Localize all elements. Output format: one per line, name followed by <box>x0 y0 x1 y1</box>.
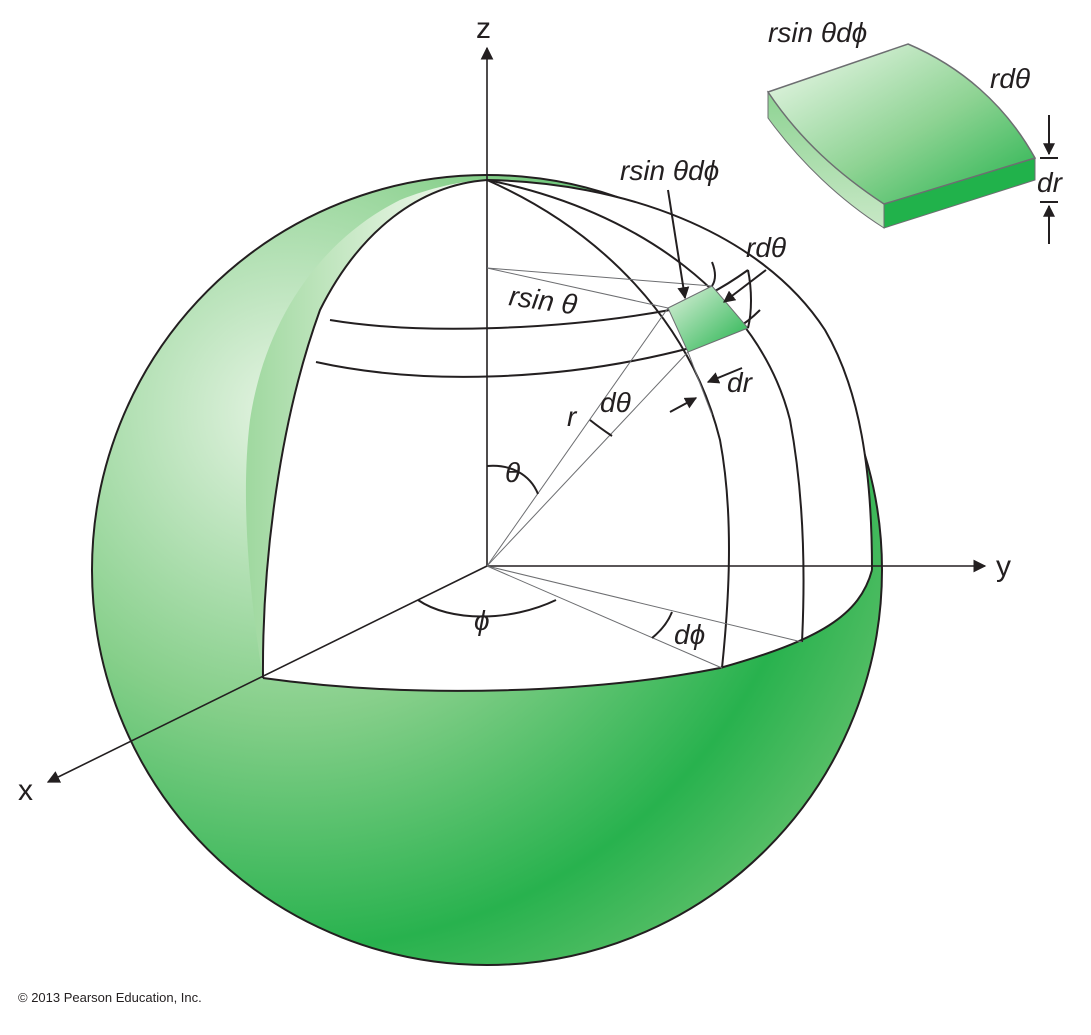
cut-edge-yz <box>486 179 873 571</box>
element-arc-a <box>711 261 716 287</box>
theta-arc <box>486 464 539 495</box>
phi-label: ϕ <box>474 605 490 636</box>
inset-side-label: rdθ <box>990 63 1030 94</box>
element-top-pointer <box>667 189 690 300</box>
xz-cut-face <box>245 180 487 678</box>
inset-volume-element: rsin θdϕ rdθ dr <box>766 17 1064 244</box>
pointer-arrows <box>667 189 767 413</box>
x-axis-label: x <box>18 774 33 807</box>
rsin-line-2 <box>486 267 713 287</box>
dr-pointer-top <box>706 367 743 384</box>
z-axis-label: z <box>476 12 491 45</box>
copyright-notice: © 2013 Pearson Education, Inc. <box>18 990 202 1005</box>
element-arc-b <box>747 269 752 329</box>
element-side-label: rdθ <box>746 232 786 263</box>
cut-edge-xz <box>261 179 488 679</box>
dtheta-label: dθ <box>600 387 631 418</box>
radius-to-element-2 <box>486 351 689 567</box>
theta-label: θ <box>505 457 520 488</box>
phi-line-1 <box>486 565 723 669</box>
dtheta-arc <box>589 419 613 437</box>
phi-line-2 <box>486 565 803 643</box>
dphi-label: dϕ <box>674 619 705 650</box>
element-top-label: rsin θdϕ <box>620 155 719 186</box>
equator-rim <box>262 569 873 692</box>
rsin-line-1 <box>486 267 669 309</box>
r-label: r <box>567 401 578 432</box>
sphere <box>91 174 883 966</box>
element-side-pointer <box>723 269 767 303</box>
element-dr-label: dr <box>727 367 754 398</box>
construction-lines <box>417 267 803 669</box>
inset-top-label: rsin θdϕ <box>768 17 867 48</box>
meridian-2 <box>486 179 805 643</box>
axes: z y x <box>18 12 1011 807</box>
dr-pointer-bottom <box>669 397 698 413</box>
inset-dr-label: dr <box>1037 167 1064 198</box>
phi-arc <box>417 599 557 618</box>
meridian-1 <box>486 179 730 669</box>
inset-top-face <box>766 43 1037 205</box>
x-axis <box>46 565 488 783</box>
dphi-arc <box>651 611 673 639</box>
y-axis-label: y <box>996 550 1011 583</box>
radius-extension <box>687 351 713 416</box>
radius-to-element <box>486 307 669 567</box>
